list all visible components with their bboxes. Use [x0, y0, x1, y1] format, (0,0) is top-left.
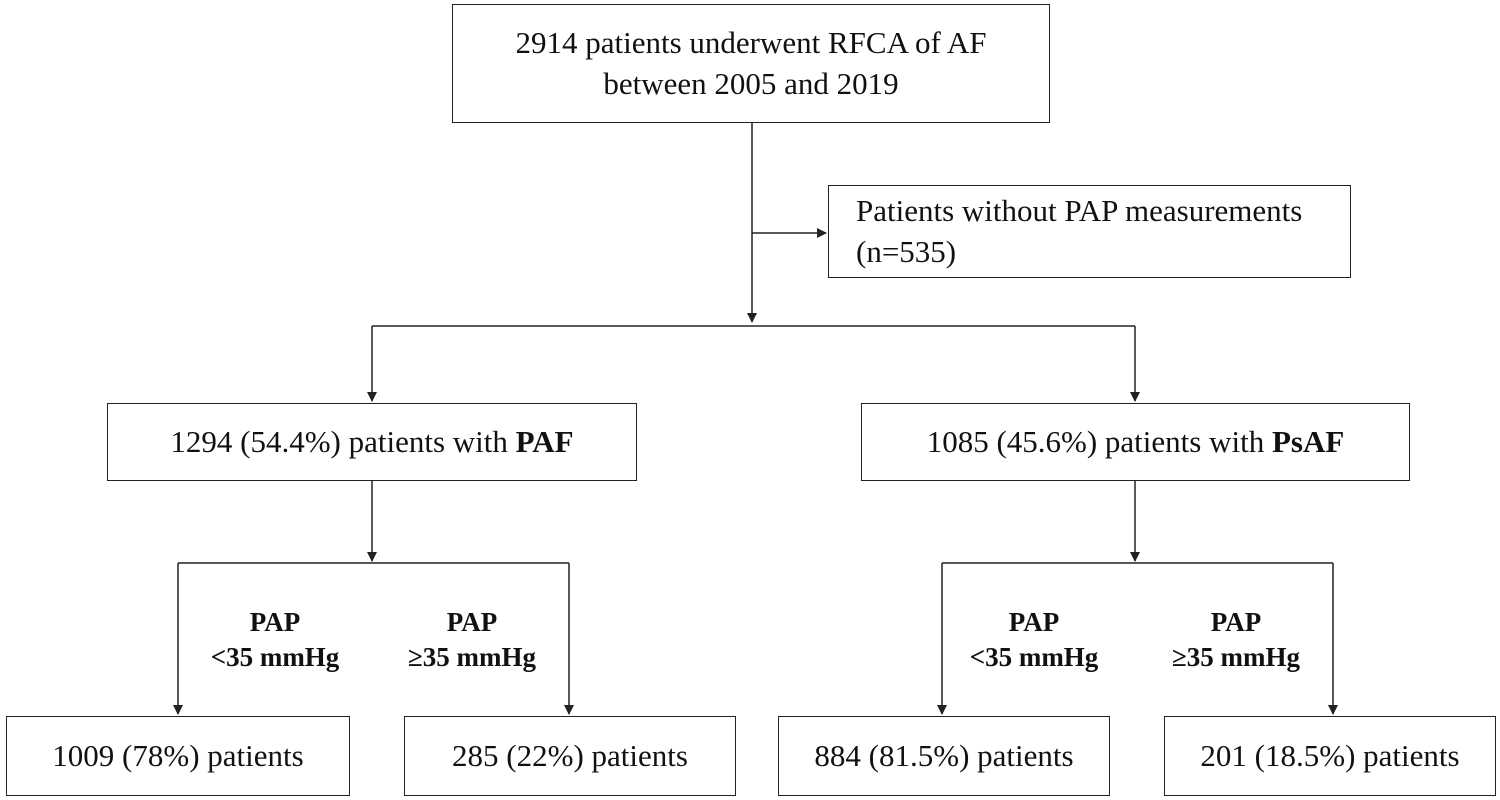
paf-low-label-line-1: PAP: [249, 607, 301, 637]
psaf-low-label-line-1: PAP: [1008, 607, 1060, 637]
psaf-low-branch-label: PAP <35 mmHg: [944, 605, 1124, 675]
paf-low-text: 1009 (78%) patients: [52, 737, 304, 773]
excluded-line-1: Patients without PAP measurements: [856, 193, 1303, 229]
paf-low-label-line-2: <35 mmHg: [210, 642, 340, 673]
start-box: 2914 patients underwent RFCA of AF betwe…: [452, 4, 1050, 123]
paf-high-text: 285 (22%) patients: [452, 737, 688, 773]
paf-high-label-line-2: ≥35 mmHg: [407, 642, 537, 673]
psaf-low-text: 884 (81.5%) patients: [814, 737, 1074, 773]
psaf-count-text: 1085 (45.6%) patients with: [926, 423, 1272, 459]
psaf-high-label-line-2: ≥35 mmHg: [1171, 642, 1301, 673]
psaf-low-box: 884 (81.5%) patients: [778, 716, 1110, 796]
paf-high-box: 285 (22%) patients: [404, 716, 736, 796]
psaf-high-box: 201 (18.5%) patients: [1164, 716, 1496, 796]
paf-low-box: 1009 (78%) patients: [6, 716, 350, 796]
paf-label: PAF: [515, 423, 574, 459]
psaf-high-text: 201 (18.5%) patients: [1200, 737, 1460, 773]
psaf-low-label-line-2: <35 mmHg: [969, 642, 1099, 673]
start-line-2: between 2005 and 2019: [603, 65, 899, 101]
psaf-label: PsAF: [1271, 423, 1345, 459]
psaf-box: 1085 (45.6%) patients with PsAF: [861, 403, 1410, 481]
excluded-box: Patients without PAP measurements (n=535…: [828, 185, 1351, 278]
paf-box: 1294 (54.4%) patients with PAF: [107, 403, 637, 481]
paf-high-branch-label: PAP ≥35 mmHg: [382, 605, 562, 675]
paf-count-text: 1294 (54.4%) patients with: [170, 423, 516, 459]
paf-high-label-line-1: PAP: [446, 607, 498, 637]
excluded-line-2: (n=535): [856, 233, 957, 269]
psaf-high-branch-label: PAP ≥35 mmHg: [1146, 605, 1326, 675]
paf-low-branch-label: PAP <35 mmHg: [185, 605, 365, 675]
psaf-high-label-line-1: PAP: [1210, 607, 1262, 637]
start-line-1: 2914 patients underwent RFCA of AF: [515, 25, 987, 61]
